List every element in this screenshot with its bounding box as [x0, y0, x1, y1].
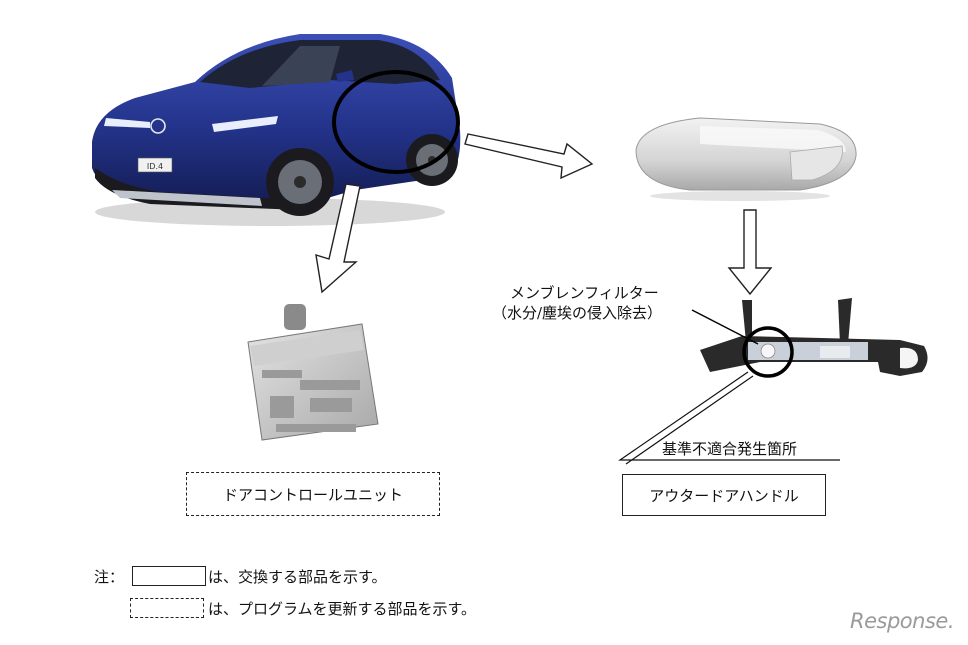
handle-detail-image — [691, 298, 928, 378]
arrow-to-control-unit — [315, 183, 361, 294]
door-control-unit-box: ドアコントロールユニット — [186, 472, 440, 516]
car-side-window — [262, 46, 340, 86]
defect-leader — [618, 371, 840, 465]
flow-arrows — [315, 133, 773, 296]
legend-update-text: は、プログラムを更新する部品を示す。 — [208, 600, 477, 618]
door-control-unit-label: ドアコントロールユニット — [222, 485, 403, 504]
legend-dashed-box-swatch — [130, 598, 204, 618]
car-logo-icon — [150, 118, 166, 134]
membrane-pointer-line — [691, 309, 759, 345]
arrow-to-handle-detail — [727, 209, 773, 296]
membrane-filter-label: メンブレンフィルター — [510, 284, 659, 302]
legend-solid-box-swatch — [132, 566, 206, 586]
legend-prefix: 注： — [94, 568, 125, 586]
membrane-highlight-circle — [742, 326, 794, 378]
car-illustration: ID.4 — [92, 34, 461, 226]
car-side-mirror — [336, 70, 354, 82]
defect-location-label: 基準不適合発生箇所 — [662, 440, 798, 458]
car-rear-wheel — [406, 134, 458, 186]
membrane-filter-note: （水分/塵埃の侵入除去） — [492, 304, 663, 322]
outer-door-handle-box: アウタードアハンドル — [622, 474, 826, 516]
watermark-logo: Response. — [850, 609, 954, 633]
outer-handle-image — [635, 117, 857, 201]
outer-door-handle-label: アウタードアハンドル — [649, 486, 799, 505]
arrow-to-handle — [464, 133, 594, 180]
car-license-plate — [137, 157, 173, 173]
car-chrome-strip — [112, 190, 262, 206]
door-highlight-circle — [332, 70, 460, 174]
car-left-headlight — [104, 118, 150, 128]
car-right-headlight — [212, 116, 278, 132]
door-control-unit-image — [247, 304, 379, 441]
car-front-wheel — [266, 148, 334, 216]
car-badge-text: ID.4 — [147, 162, 163, 171]
legend-replace-text: は、交換する部品を示す。 — [208, 568, 387, 586]
